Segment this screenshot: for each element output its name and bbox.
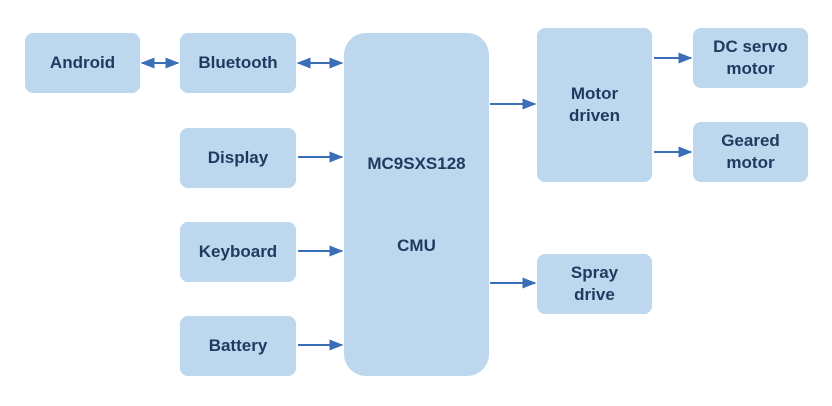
cmu-block: MC9SXS128 CMU (344, 33, 489, 376)
motor-driven-line1: Motor (570, 84, 619, 103)
spray-drive-line1: Spray (570, 263, 619, 282)
spray-drive-block: Spray drive (537, 254, 652, 314)
battery-block: Battery (180, 316, 296, 376)
dc-servo-motor-block: DC servo motor (693, 28, 808, 88)
android-label: Android (49, 53, 116, 72)
motor-driven-block: Motor driven (537, 28, 652, 182)
dc-servo-line1: DC servo (713, 37, 788, 56)
keyboard-label: Keyboard (198, 242, 278, 261)
cmu-chip-label: MC9SXS128 (367, 153, 466, 173)
cmu-label: CMU (397, 235, 436, 255)
battery-label: Battery (208, 336, 268, 355)
geared-motor-line2: motor (726, 153, 775, 172)
bluetooth-label: Bluetooth (198, 53, 278, 72)
keyboard-block: Keyboard (180, 222, 296, 282)
dc-servo-line2: motor (726, 59, 775, 78)
geared-motor-block: Geared motor (693, 122, 808, 182)
spray-drive-line2: drive (574, 285, 615, 304)
motor-driven-line2: driven (568, 106, 621, 125)
display-label: Display (207, 148, 269, 167)
bluetooth-block: Bluetooth (180, 33, 296, 93)
android-block: Android (25, 33, 140, 93)
geared-motor-line1: Geared (721, 131, 780, 150)
display-block: Display (180, 128, 296, 188)
